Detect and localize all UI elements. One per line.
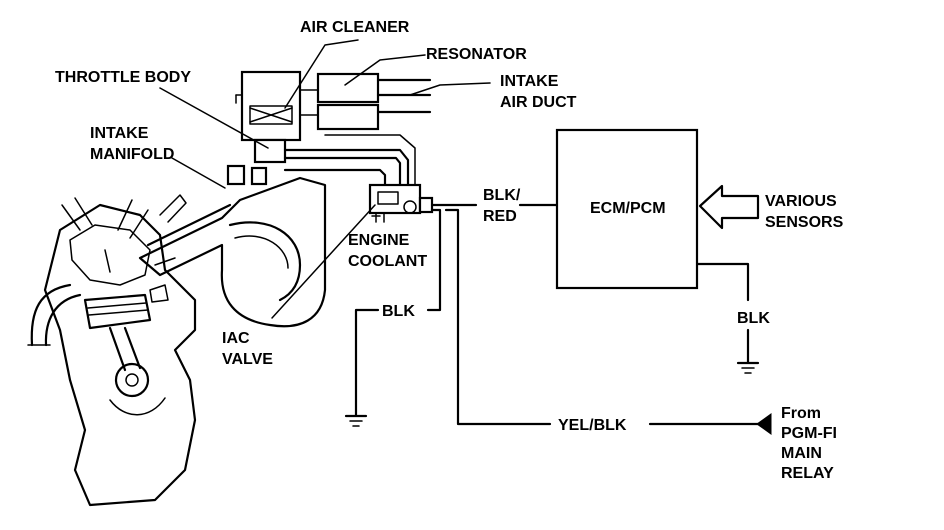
label-resonator: RESONATOR <box>426 46 527 63</box>
label-various-sensors-line1: VARIOUS <box>765 193 837 210</box>
label-iac-valve-line1: IAC <box>222 330 250 347</box>
label-engine-coolant-line1: ENGINE <box>348 232 410 249</box>
label-various-sensors-line2: SENSORS <box>765 214 844 231</box>
throttle-body-drawing <box>235 70 302 164</box>
iac-valve-drawing <box>368 183 434 223</box>
label-wire-blk-red-line1: BLK/ <box>483 187 521 204</box>
label-iac-valve-line2: VALVE <box>222 351 273 368</box>
label-intake-air-duct-line2: AIR DUCT <box>500 94 577 111</box>
label-ecm-pcm: ECM/PCM <box>590 200 666 217</box>
label-intake-manifold-line1: INTAKE <box>90 125 149 142</box>
air-bypass-pipes <box>283 134 416 187</box>
leader-lines <box>159 39 491 319</box>
label-throttle-body: THROTTLE BODY <box>55 69 191 86</box>
label-engine-coolant-line2: COOLANT <box>348 253 427 270</box>
label-from-relay-line4: RELAY <box>781 465 834 482</box>
various-sensors-arrow <box>698 184 760 230</box>
label-intake-air-duct-line1: INTAKE <box>500 73 559 90</box>
intake-air-duct-drawing <box>376 78 432 114</box>
label-from-relay-line2: PGM-FI <box>781 425 837 442</box>
label-air-cleaner: AIR CLEANER <box>300 19 410 36</box>
label-intake-manifold-line2: MANIFOLD <box>90 146 174 163</box>
label-wire-blk-ecm: BLK <box>737 310 770 327</box>
label-from-relay-line3: MAIN <box>781 445 822 462</box>
label-wire-yel-blk: YEL/BLK <box>558 417 627 434</box>
label-from-relay-line1: From <box>781 405 821 422</box>
engine-drawing <box>27 194 197 507</box>
wiring <box>344 203 772 435</box>
ecm-pcm-box <box>555 128 699 290</box>
intake-manifold-drawing <box>138 164 327 328</box>
label-wire-blk-ground: BLK <box>382 303 415 320</box>
label-wire-blk-red-line2: RED <box>483 208 517 225</box>
resonator-drawing <box>299 72 380 131</box>
